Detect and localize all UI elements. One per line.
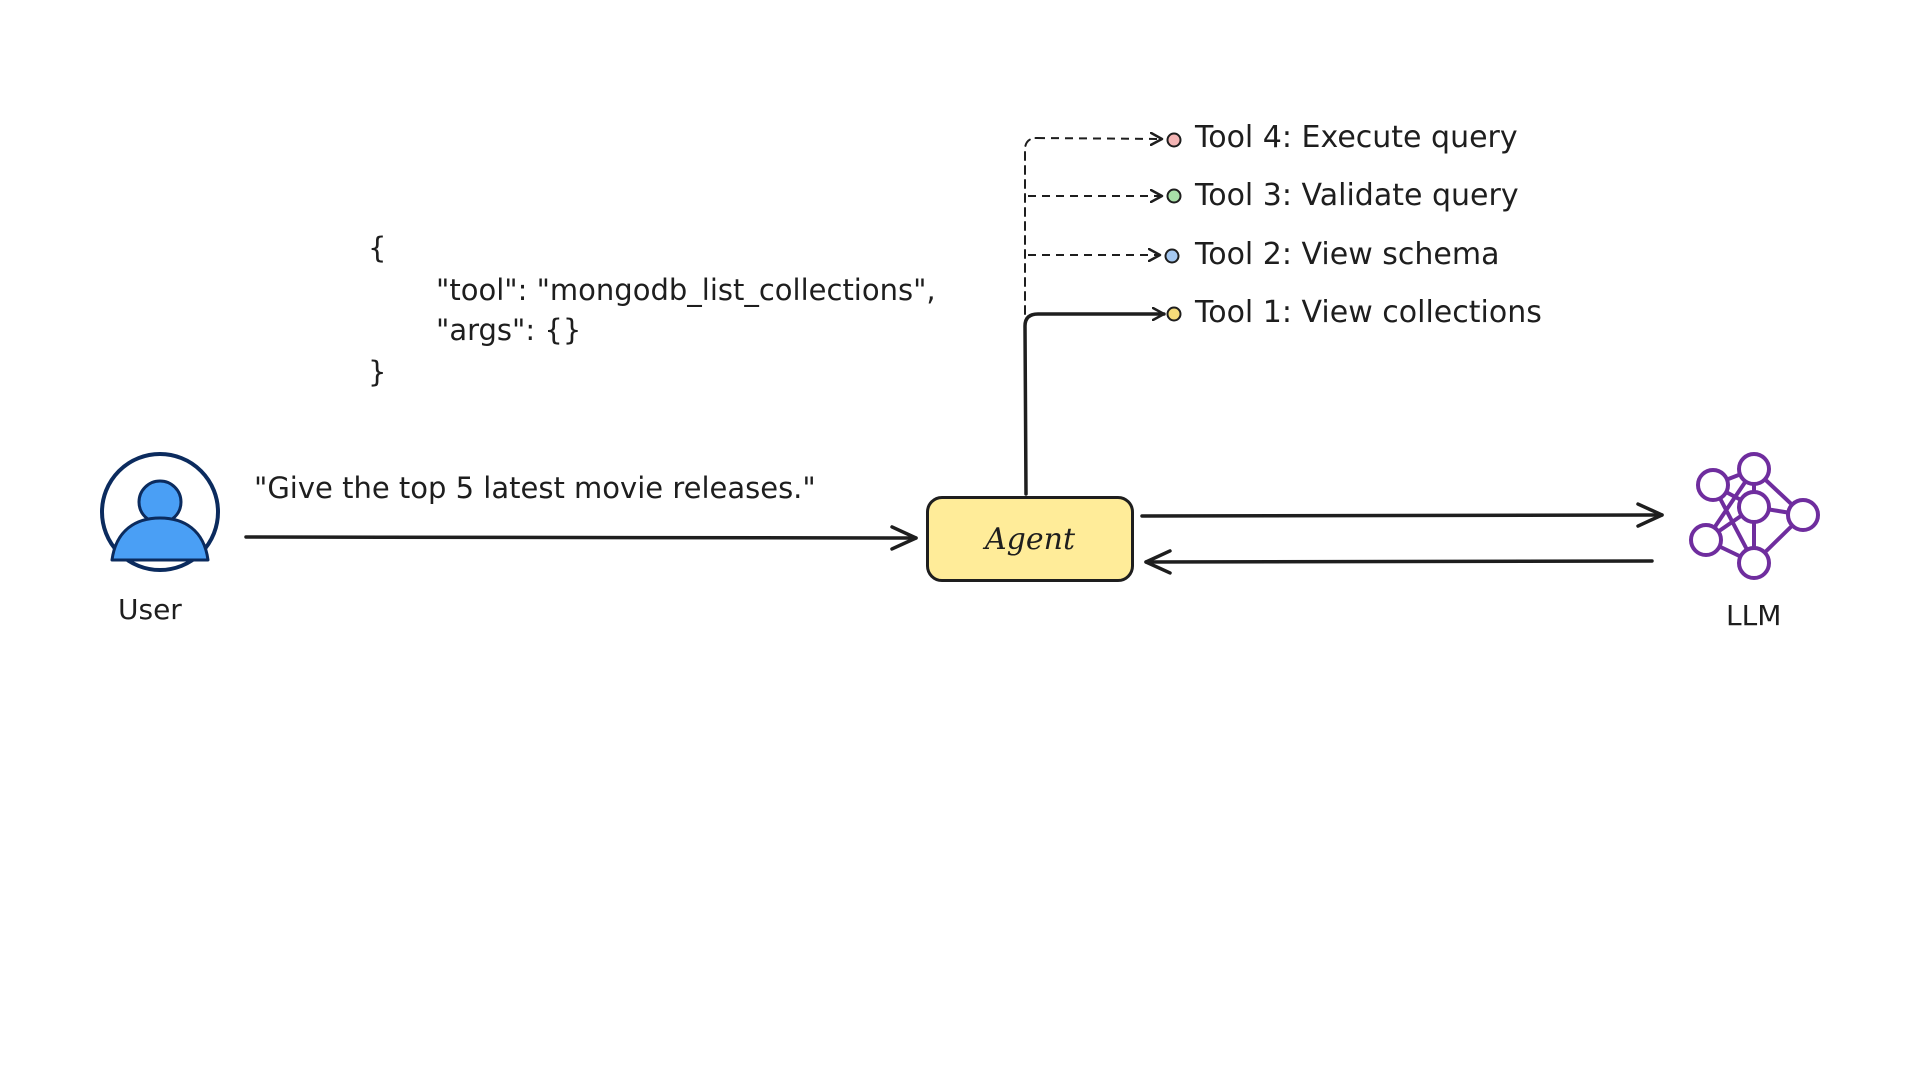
tool1-label: Tool 1: View collections	[1195, 295, 1542, 330]
user-label: User	[118, 593, 182, 626]
agent-node: Agent	[926, 496, 1134, 582]
tool4-dot	[1166, 132, 1182, 148]
tool3-label: Tool 3: Validate query	[1195, 178, 1519, 213]
tool1-dot	[1166, 306, 1182, 322]
user-message: "Give the top 5 latest movie releases."	[254, 471, 816, 505]
tool-call-close-brace: }	[368, 355, 387, 389]
llm-to-agent-arrow	[1144, 549, 1654, 575]
agent-to-llm-arrow	[1140, 502, 1664, 528]
tool3-dot	[1166, 188, 1182, 204]
agent-label: Agent	[985, 521, 1075, 557]
tool-dashed-trunk	[1024, 137, 1038, 315]
tool-call-args-line: "args": {}	[436, 313, 582, 347]
tool4-label: Tool 4: Execute query	[1195, 120, 1518, 155]
tool4-dashed-arrow	[1036, 138, 1162, 139]
tool2-label: Tool 2: View schema	[1195, 237, 1500, 272]
tool2-dot	[1164, 248, 1180, 264]
agent-to-tool1-arrow	[1023, 314, 1166, 496]
tool-call-tool-line: "tool": "mongodb_list_collections",	[436, 273, 936, 307]
user-icon	[100, 452, 220, 572]
user-to-agent-arrow	[244, 525, 918, 551]
llm-label: LLM	[1726, 599, 1782, 632]
neural-network-icon	[1689, 452, 1820, 580]
tool-call-open-brace: {	[368, 231, 387, 265]
